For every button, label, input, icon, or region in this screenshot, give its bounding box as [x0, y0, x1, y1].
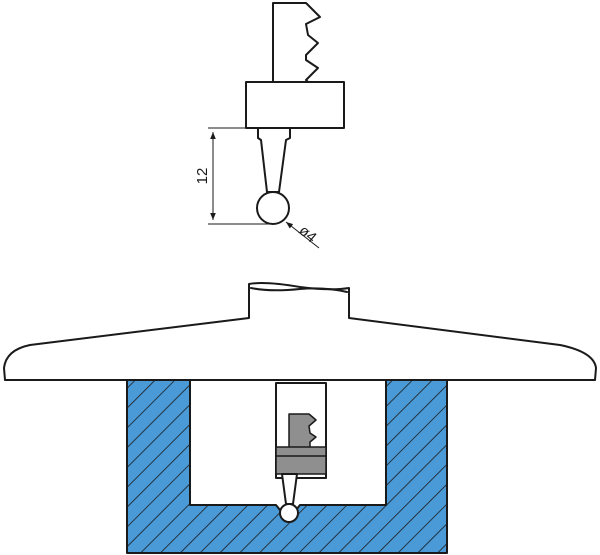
probe-body-small [275, 454, 327, 475]
dimension-label-length: 12 [194, 168, 211, 185]
probe-detail: 12 ø4 [194, 2, 345, 249]
probe-body-small-top [275, 446, 327, 457]
stylus [257, 127, 291, 193]
dimension-diameter: ø4 [285, 221, 320, 249]
plate-break-line [250, 287, 348, 293]
ball-tip [256, 191, 290, 225]
stylus-small [281, 473, 298, 505]
probe-shank [272, 2, 321, 83]
probe-body [245, 81, 345, 129]
ball-tip-small [279, 503, 299, 523]
dimension-label-diameter: ø4 [295, 222, 319, 246]
fixture-assembly [3, 282, 597, 554]
dimension-length: 12 [194, 127, 272, 225]
cover-plate [3, 282, 597, 381]
